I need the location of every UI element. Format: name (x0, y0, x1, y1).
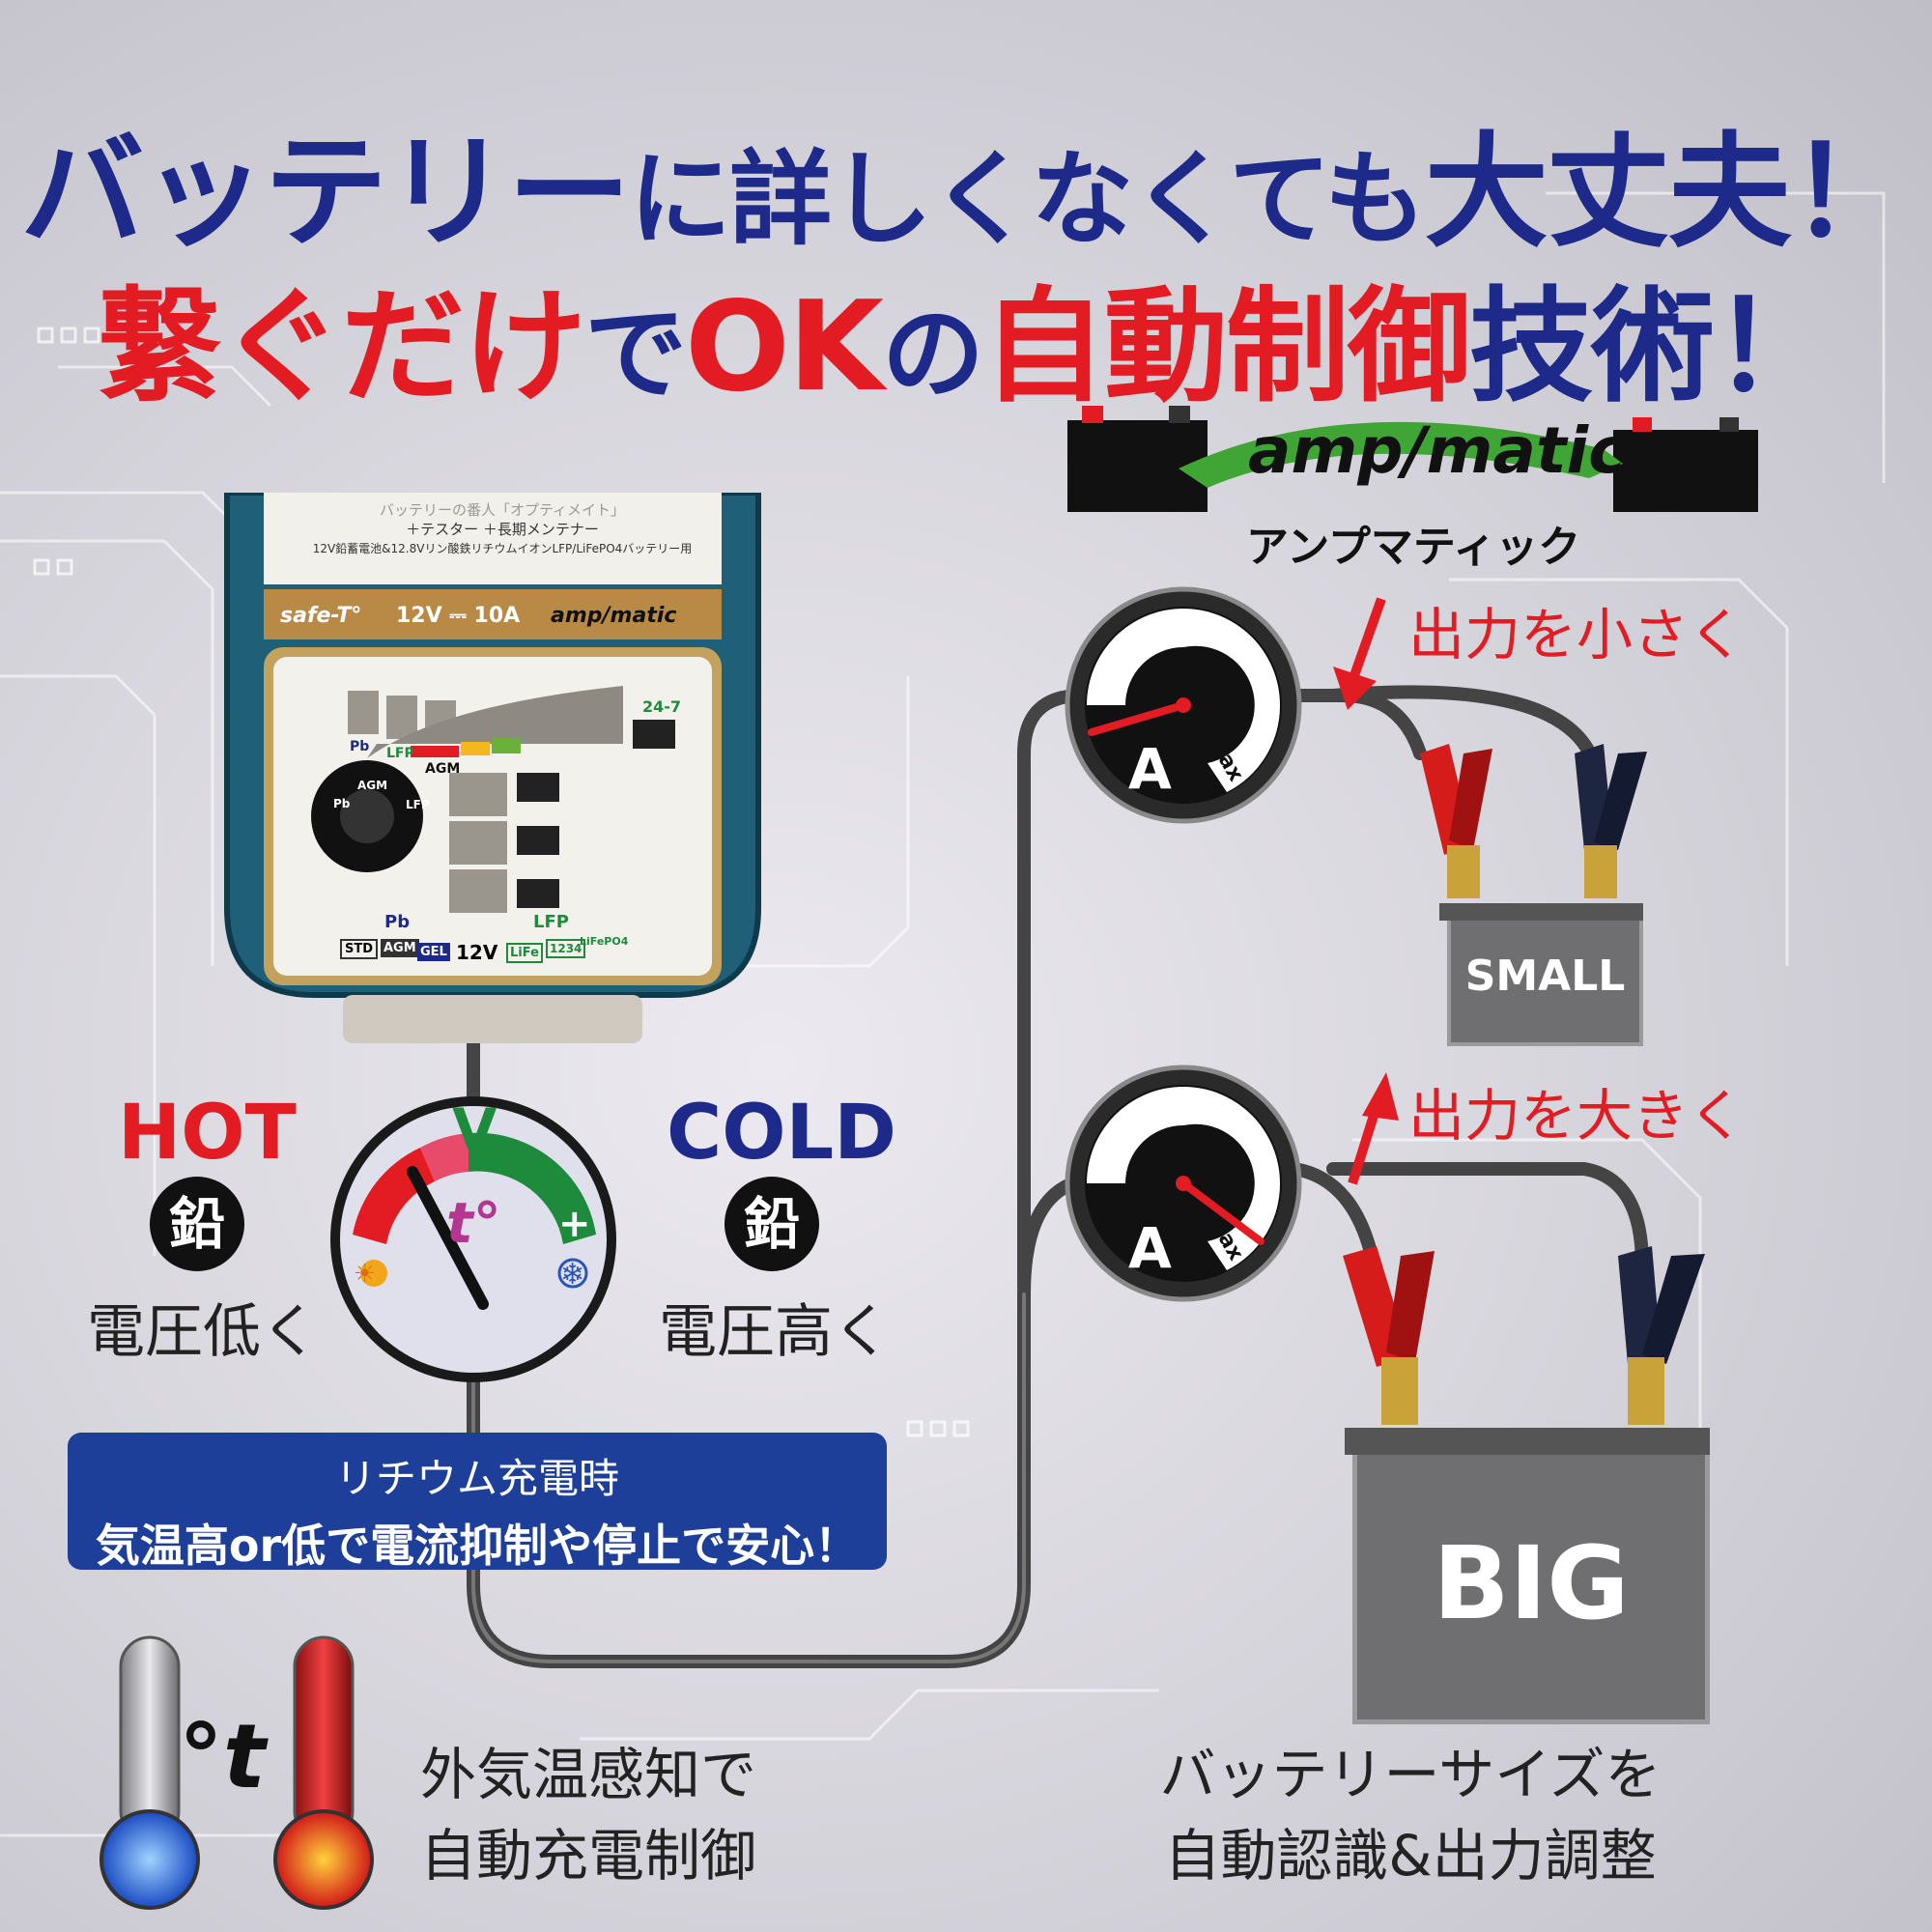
thermo-degree-t: °t (179, 1705, 266, 1808)
knob-label-pb: Pb (333, 797, 351, 810)
headline-just-connect: 繋ぐだけ (97, 275, 586, 419)
caption-right-line1: バッテリーサイズを (1159, 1742, 1662, 1807)
ammeter-small-letter: A (1128, 736, 1172, 802)
output-smaller-text: 出力を小さく (1408, 602, 1746, 668)
ammeter-small (1065, 586, 1302, 824)
battery-small-label: SMALL (1464, 952, 1626, 1001)
headline-battery: バッテリー (20, 121, 631, 265)
ampmatic-kana: アンプマティック (1246, 523, 1581, 572)
battery-big (1352, 1449, 1710, 1724)
headline-line1: バッテリーに詳しくなくても大丈夫！ (0, 92, 1932, 270)
clamps-small (1420, 744, 1647, 898)
gauge-plus: + (558, 1202, 591, 1246)
clamps-big (1343, 1246, 1705, 1425)
battery-small (1447, 913, 1643, 1046)
arrow-up-icon (1348, 1072, 1399, 1185)
device-type-std: STD (340, 939, 379, 959)
headline-auto-control: 自動制御 (981, 275, 1471, 419)
device-bottom-lfp: LFP (533, 912, 569, 932)
headline-no: の (881, 295, 984, 413)
cold-label: COLD (667, 1090, 896, 1177)
lead-badge-right: 鉛 (724, 1177, 819, 1271)
device-24-7: 24-7 (642, 697, 682, 716)
device-label-3: 12V鉛蓄電池&12.8Vリン酸鉄リチウムイオンLFP/LiFePO4バッテリー… (312, 542, 693, 555)
ammeter-big-letter: A (1128, 1215, 1172, 1281)
ammeter-big (1065, 1065, 1302, 1302)
headline-ok: 大丈夫！ (1424, 121, 1914, 265)
device-safe-t: safe-T° (280, 604, 362, 628)
gauge-v-letter: V (452, 1096, 497, 1164)
headline-ok-word: OK (684, 275, 884, 419)
caption-left-line2: 自動充電制御 (420, 1823, 757, 1889)
device-type-gel: GEL (417, 943, 450, 961)
voltage-low-text: 電圧低く (87, 1298, 319, 1366)
headline-technology: 技術！ (1469, 275, 1836, 419)
gauge-t-degree: t° (446, 1190, 501, 1256)
device-mode-lfp: LFP (386, 746, 414, 761)
caption-left-line1: 外気温感知で (420, 1742, 757, 1807)
caption-left: 外気温感知で 自動充電制御 (420, 1734, 756, 1896)
sun-icon: ☀ (354, 1260, 377, 1289)
knob-label-agm: AGM (357, 779, 388, 792)
battery-big-top (1345, 1428, 1710, 1455)
lithium-notice-line1: リチウム充電時 (334, 1455, 619, 1502)
device-type-1234: 1234 (546, 939, 586, 958)
snowflake-icon: ❄ (560, 1258, 585, 1292)
device-spec: 12V ⎓ 10A (396, 604, 521, 628)
device-type-lifepo4: LiFePO4 (580, 935, 629, 948)
lithium-notice-box: リチウム充電時 気温高or低で電流抑制や停止で安心！ (68, 1433, 887, 1572)
device-label-1: バッテリーの番人「オプティメイト」 (379, 501, 626, 519)
knob-label-lfp: LFP (406, 798, 430, 811)
battery-big-label: BIG (1433, 1524, 1630, 1642)
device-type-agm: AGM (381, 939, 419, 957)
lithium-notice-line2: 気温高or低で電流抑制や停止で安心！ (95, 1520, 860, 1572)
device-mode-pb: Pb (350, 739, 370, 754)
temperature-gauge (330, 1096, 616, 1382)
voltage-high-text: 電圧高く (659, 1298, 891, 1366)
caption-right: バッテリーサイズを 自動認識&出力調整 (1140, 1734, 1681, 1896)
hot-label: HOT (118, 1090, 297, 1177)
charger-device (224, 493, 761, 1043)
lead-badge-left: 鉛 (150, 1177, 244, 1271)
thermometer-icons (99, 1635, 374, 1910)
device-ampmatic: amp/matic (551, 604, 677, 628)
headline-de: で (583, 295, 687, 413)
arrow-down-icon (1333, 597, 1386, 710)
device-type-12v: 12V (456, 941, 498, 964)
headline-not-familiar: に詳しくなくても (629, 140, 1427, 259)
device-mode-agm: AGM (425, 761, 461, 777)
device-label-2: ＋テスター ＋長期メンテナー (406, 521, 599, 538)
output-bigger-text: 出力を大きく (1408, 1083, 1746, 1149)
device-bottom-pb: Pb (384, 912, 411, 932)
headline-line2: 繋ぐだけでOKの自動制御技術！ (0, 246, 1932, 425)
device-type-life: LiFe (506, 943, 543, 963)
caption-right-line2: 自動認識&出力調整 (1164, 1823, 1657, 1889)
battery-small-top (1439, 903, 1643, 921)
ampmatic-logo-graphic (1067, 406, 1758, 512)
ampmatic-logo-text: amp/matic (1248, 413, 1627, 488)
